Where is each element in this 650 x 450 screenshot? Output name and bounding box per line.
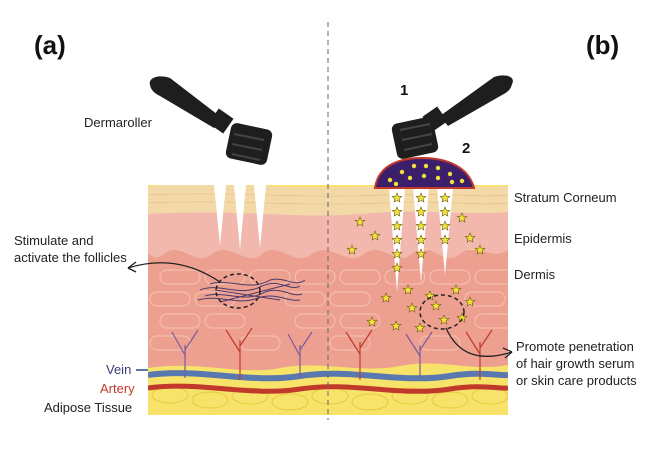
arrow-promote: [445, 327, 513, 357]
serum-star: [450, 284, 462, 295]
serum-dots: [387, 163, 465, 187]
serum-star: [406, 302, 418, 313]
promote-annotation: Promote penetration of hair growth serum…: [516, 339, 637, 388]
vein-vessel: [148, 370, 508, 382]
serum-star: [391, 206, 403, 217]
serum-dot: [411, 163, 417, 169]
serum-dot: [423, 163, 429, 169]
dermis-cells: [149, 269, 508, 351]
serum-star: [366, 316, 378, 327]
serum-star: [346, 244, 358, 255]
serum-star: [369, 230, 381, 241]
serum-star: [439, 220, 451, 231]
serum-star: [474, 244, 486, 255]
serum-star: [415, 192, 427, 203]
needle-channels-a: [214, 185, 266, 250]
serum-star: [439, 192, 451, 203]
serum-dot: [407, 175, 413, 181]
serum-star: [414, 322, 426, 333]
serum-dot: [447, 171, 453, 177]
serum-dot: [393, 181, 399, 187]
serum-star: [439, 206, 451, 217]
serum-star: [415, 248, 427, 259]
dermaroller-a: [149, 76, 273, 165]
serum-dot: [435, 165, 441, 171]
penetration-circle: [419, 294, 465, 330]
arrow-promote-head: [502, 347, 513, 359]
serum-dot: [435, 175, 441, 181]
arrow-stimulate: [127, 262, 221, 283]
serum-dot: [421, 173, 427, 179]
panel-a-tag: (a): [34, 30, 66, 60]
artery-label: Artery: [100, 381, 135, 396]
serum-star: [430, 300, 442, 311]
artery-vessel: [148, 383, 508, 394]
stratum-corneum-label: Stratum Corneum: [514, 190, 617, 205]
serum-star: [415, 206, 427, 217]
serum-star: [464, 232, 476, 243]
vein-label: Vein: [106, 362, 132, 377]
dermis-label: Dermis: [514, 267, 556, 282]
panel-b-tag: (b): [586, 30, 620, 60]
serum-star: [390, 320, 402, 331]
serum-star: [464, 296, 476, 307]
serum-dot: [459, 178, 465, 184]
dermaroller-label: Dermaroller: [84, 115, 152, 130]
adipose-label: Adipose Tissue: [44, 400, 133, 415]
dermaroller-b: [391, 75, 513, 159]
stimulate-annotation: Stimulate and activate the follicles: [14, 233, 127, 265]
serum-star: [439, 234, 451, 245]
serum-dot: [387, 177, 393, 183]
fat-cells: [151, 386, 508, 411]
capillaries: [171, 327, 493, 380]
stratum-lines: [148, 193, 508, 205]
serum-star: [438, 314, 450, 325]
step-2-label: 2: [462, 140, 471, 157]
serum-stars: [346, 192, 486, 333]
serum-star: [415, 234, 427, 245]
serum-dot: [399, 169, 405, 175]
epidermis-label: Epidermis: [514, 231, 572, 246]
serum-star: [354, 216, 366, 227]
serum-star: [391, 234, 403, 245]
serum-star: [391, 262, 403, 273]
serum-star: [391, 248, 403, 259]
arrow-stimulate-head: [127, 261, 137, 273]
serum-dome: [373, 156, 476, 189]
serum-star: [380, 292, 392, 303]
follicle-circle: [215, 273, 261, 309]
serum-star: [391, 192, 403, 203]
serum-dot: [449, 179, 455, 185]
serum-star: [456, 212, 468, 223]
serum-star: [415, 220, 427, 231]
serum-star: [402, 284, 414, 295]
stratum-corneum-layer: [148, 185, 508, 216]
step-1-label: 1: [400, 82, 409, 99]
serum-star: [391, 220, 403, 231]
